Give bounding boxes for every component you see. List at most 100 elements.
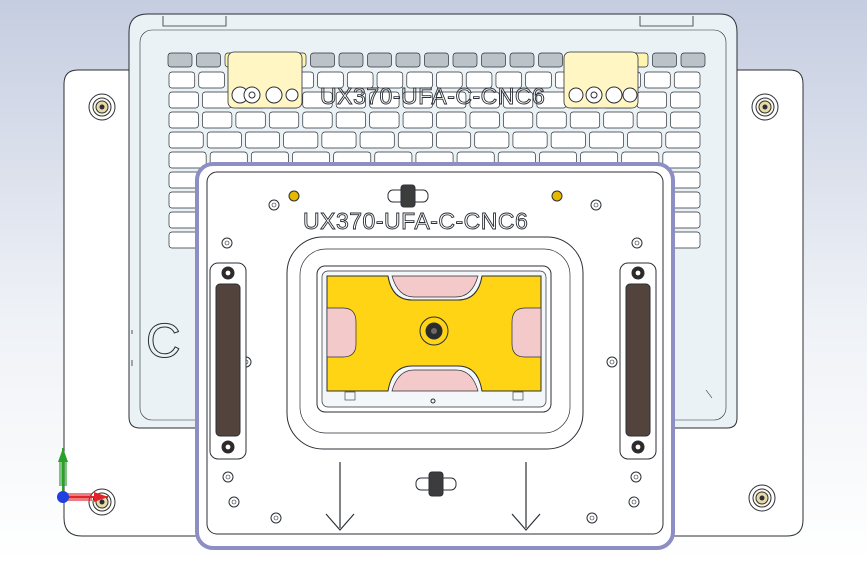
plate-hole xyxy=(590,199,602,211)
keyboard-key xyxy=(235,111,266,129)
keyboard-key xyxy=(452,52,478,68)
keyboard-key xyxy=(503,111,534,129)
screw-icon xyxy=(748,484,776,512)
keyboard-key xyxy=(436,91,467,109)
keyboard-key xyxy=(670,91,701,109)
keyboard-key xyxy=(673,71,701,89)
plate-hole xyxy=(630,471,642,483)
keyboard-key xyxy=(202,111,233,129)
keyboard-key xyxy=(436,131,472,149)
keyboard-key xyxy=(376,71,404,89)
left-clamp[interactable] xyxy=(209,262,247,460)
top-locating-pin xyxy=(387,184,429,208)
key-holder-right xyxy=(563,51,639,109)
keyboard-key xyxy=(465,71,493,89)
keyboard-key xyxy=(167,52,193,68)
part-label-plate: UX370-UFA-C-CNC6 xyxy=(303,208,528,234)
keyboard-key xyxy=(636,111,667,129)
keyboard-key xyxy=(335,111,366,129)
keyboard-key xyxy=(550,131,586,149)
keyboard-key xyxy=(509,52,535,68)
keyboard-key xyxy=(603,111,634,129)
keyboard-key xyxy=(168,71,196,89)
keyboard-key xyxy=(346,71,374,89)
keyboard-key xyxy=(406,71,433,89)
key-holder-left xyxy=(227,51,303,109)
keyboard-key xyxy=(469,91,500,109)
screw-icon xyxy=(88,93,116,121)
keyboard-key xyxy=(644,71,671,89)
plate-hole xyxy=(628,496,640,508)
base-edge-engraving: C xyxy=(146,315,181,368)
keyboard-key xyxy=(424,52,449,68)
right-clamp[interactable] xyxy=(619,262,657,460)
keyboard-key xyxy=(338,52,364,68)
keyboard-key xyxy=(525,71,552,89)
keyboard-key xyxy=(402,111,433,129)
plate-hole xyxy=(221,237,233,249)
keyboard-key xyxy=(168,151,207,169)
keyboard-key xyxy=(302,111,333,129)
keyboard-key xyxy=(627,131,663,149)
keyboard-key xyxy=(369,91,400,109)
plate-hole xyxy=(631,237,643,249)
keyboard-key xyxy=(636,91,667,109)
keyboard-key xyxy=(589,131,624,149)
keyboard-key xyxy=(569,111,601,129)
locating-bushing xyxy=(551,190,563,202)
bottom-locating-pin xyxy=(415,471,457,497)
coordinate-triad-icon xyxy=(57,448,108,503)
screw-icon xyxy=(88,488,116,516)
keyboard-key xyxy=(302,91,333,109)
keyboard-key xyxy=(481,52,506,68)
plate-hole xyxy=(606,356,618,368)
keyboard-key xyxy=(310,52,335,68)
keyboard-key xyxy=(268,111,300,129)
keyboard-key xyxy=(168,111,199,129)
keyboard-key xyxy=(680,52,706,68)
keyboard-key xyxy=(283,131,319,149)
keyboard-key xyxy=(495,71,523,89)
keyboard-key xyxy=(512,131,548,149)
down-arrow-icon xyxy=(325,462,355,531)
keyboard-key xyxy=(321,131,357,149)
keyboard-key xyxy=(202,91,233,109)
keyboard-key xyxy=(359,131,395,149)
keyboard-key xyxy=(662,151,701,169)
plate-hole xyxy=(586,512,598,524)
plate-hole xyxy=(228,496,240,508)
locating-bushing xyxy=(288,190,300,202)
plate-hole xyxy=(268,199,280,211)
keyboard-key xyxy=(206,131,242,149)
keyboard-key xyxy=(503,91,534,109)
screw-icon xyxy=(751,93,779,121)
plate-hole xyxy=(222,471,234,483)
keyboard-key xyxy=(536,111,567,129)
keyboard-key xyxy=(469,111,500,129)
keyboard-key xyxy=(168,131,204,149)
keyboard-key xyxy=(436,71,463,89)
keyboard-key xyxy=(168,91,199,109)
keyboard-key xyxy=(369,111,400,129)
keyboard-key xyxy=(670,111,701,129)
keyboard-key xyxy=(317,71,344,89)
keyboard-key xyxy=(652,52,677,68)
keyboard-key xyxy=(402,91,433,109)
yellow-nest-insert[interactable] xyxy=(326,275,542,392)
keyboard-key xyxy=(397,131,433,149)
keyboard-key xyxy=(335,91,366,109)
plate-hole xyxy=(270,512,282,524)
keyboard-key xyxy=(538,52,563,68)
keyboard-key xyxy=(245,131,280,149)
keyboard-key xyxy=(367,52,392,68)
part-label-top: UX370-UFA-C-CNC6 xyxy=(320,83,545,109)
keyboard-key xyxy=(474,131,510,149)
keyboard-key xyxy=(395,52,421,68)
down-arrow-icon xyxy=(511,462,541,531)
keyboard-key xyxy=(665,131,701,149)
keyboard-key xyxy=(436,111,467,129)
keyboard-key xyxy=(196,52,221,68)
keyboard-key xyxy=(198,71,225,89)
